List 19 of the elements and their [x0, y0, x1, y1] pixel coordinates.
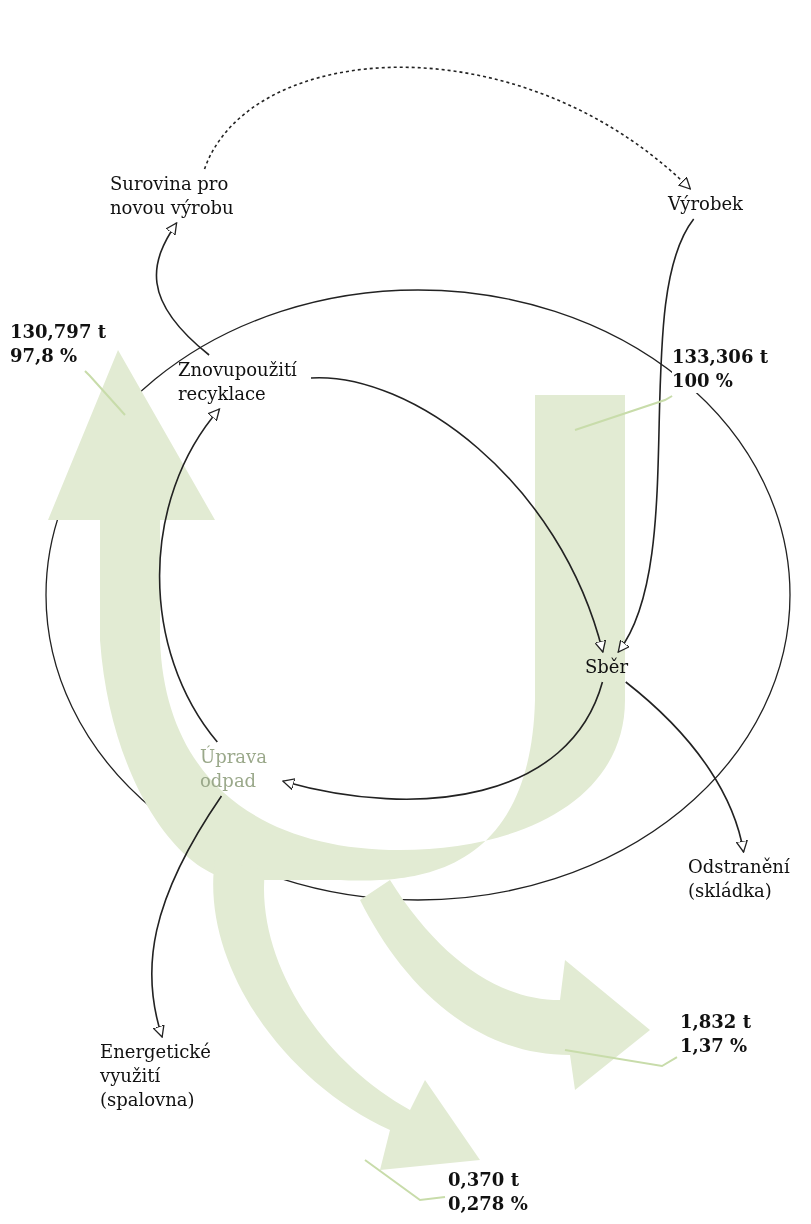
dotted-arrow [203, 66, 692, 190]
arrow [158, 408, 221, 743]
arrow [617, 218, 695, 653]
stage-label: Znovupoužití recyklace [178, 358, 308, 406]
arrow [624, 681, 748, 853]
leader-line [564, 1049, 678, 1068]
leader-line [574, 395, 674, 431]
stage-label: Energetické využití (spalovna) [100, 1040, 250, 1112]
stage-label: Sběr [585, 655, 629, 679]
stage-label: Surovina pro novou výrobu [110, 172, 280, 220]
leader-line [84, 370, 126, 416]
arrow [155, 222, 210, 356]
arrow [151, 795, 223, 1038]
arrow [310, 377, 606, 653]
leader-line [364, 1159, 446, 1202]
stage-label: Výrobek [668, 192, 743, 216]
stage-label: Úprava odpad [200, 745, 280, 793]
arrow [282, 681, 604, 800]
stage-label: Odstranění (skládka) [688, 855, 808, 903]
